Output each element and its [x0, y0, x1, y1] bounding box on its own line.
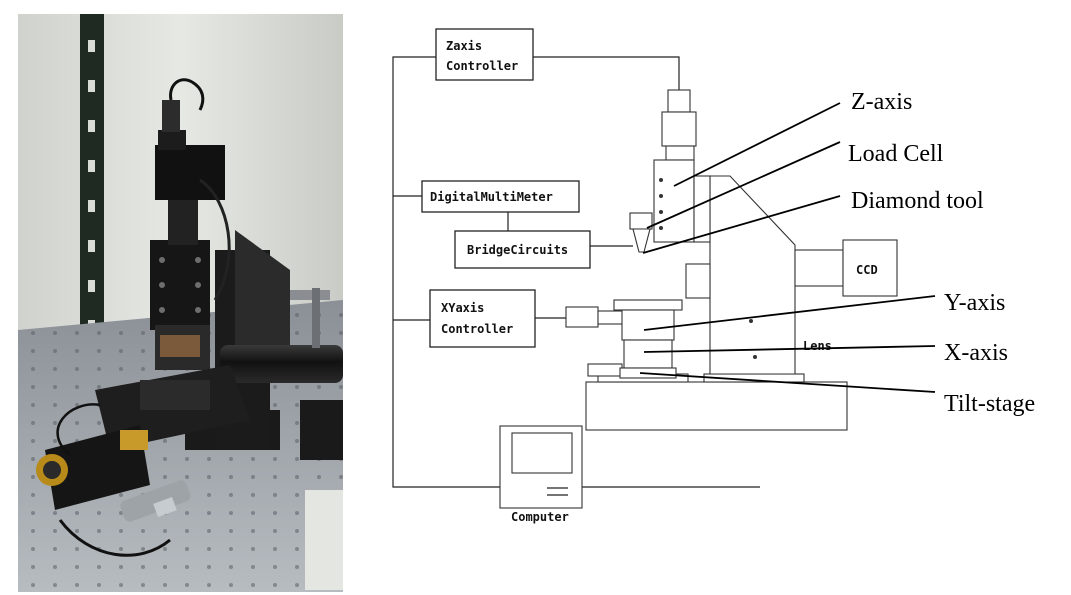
- x-stage: [623, 339, 673, 369]
- ccd-box: [842, 239, 898, 297]
- y-micrometer-sleeve: [597, 310, 625, 325]
- callout-y-axis: Y-axis: [944, 290, 1005, 316]
- x-micrometer: [587, 363, 623, 377]
- z-coupling-lower: [665, 145, 695, 161]
- callout-line-x-axis: [643, 345, 936, 353]
- apparatus-photo: [18, 14, 343, 592]
- xyaxis-controller-box: [429, 289, 536, 348]
- zaxis-controller-box: [435, 28, 534, 81]
- callout-z-axis: Z-axis: [851, 89, 912, 115]
- zaxis-controller-label-2: Controller: [446, 59, 518, 73]
- callout-diamond-tool: Diamond tool: [851, 188, 984, 214]
- callout-x-axis: X-axis: [944, 340, 1008, 366]
- ccd-tube: [794, 249, 844, 287]
- computer-icon: [499, 425, 583, 509]
- z-motor: [667, 89, 691, 113]
- eyepiece-knob: [685, 263, 711, 299]
- lens-dot-lower: [753, 355, 757, 359]
- schematic-diagram: Zaxis Controller DigitalMultiMeter Bridg…: [392, 28, 1035, 524]
- instrument-base: [585, 381, 848, 431]
- y-micrometer: [565, 306, 599, 328]
- zaxis-controller-label-1: Zaxis: [446, 39, 482, 53]
- z-stage-rail: [693, 175, 711, 243]
- digital-multimeter-label: DigitalMultiMeter: [430, 190, 553, 204]
- callout-line-y-axis: [643, 295, 936, 331]
- z-motor-coupling: [661, 111, 697, 147]
- callout-load-cell: Load Cell: [848, 141, 944, 167]
- xyaxis-controller-label-2: Controller: [441, 322, 513, 336]
- lens-dot-upper: [749, 319, 753, 323]
- bridge-circuits-label: BridgeCircuits: [467, 243, 568, 257]
- computer-label: Computer: [511, 510, 569, 524]
- xyaxis-controller-label-1: XYaxis: [441, 301, 484, 315]
- wire-zaxis-top: [533, 56, 680, 90]
- digital-multimeter-box: [421, 180, 580, 213]
- y-stage-top: [613, 299, 683, 311]
- y-stage: [621, 309, 675, 341]
- z-stage-screws: [659, 178, 663, 230]
- callout-line-z-axis: [673, 102, 841, 187]
- microscope-body: [709, 175, 796, 375]
- lens-label: Lens: [803, 339, 832, 353]
- wire-left-bus: [392, 56, 500, 488]
- diamond-tool: [632, 228, 651, 253]
- callout-line-diamond-tool: [642, 195, 841, 254]
- ccd-label: CCD: [856, 263, 878, 277]
- bridge-circuits-box: [454, 230, 591, 269]
- callout-line-tilt-stage: [639, 372, 936, 393]
- callout-line-load-cell: [646, 141, 841, 229]
- callout-tilt-stage: Tilt-stage: [944, 391, 1035, 417]
